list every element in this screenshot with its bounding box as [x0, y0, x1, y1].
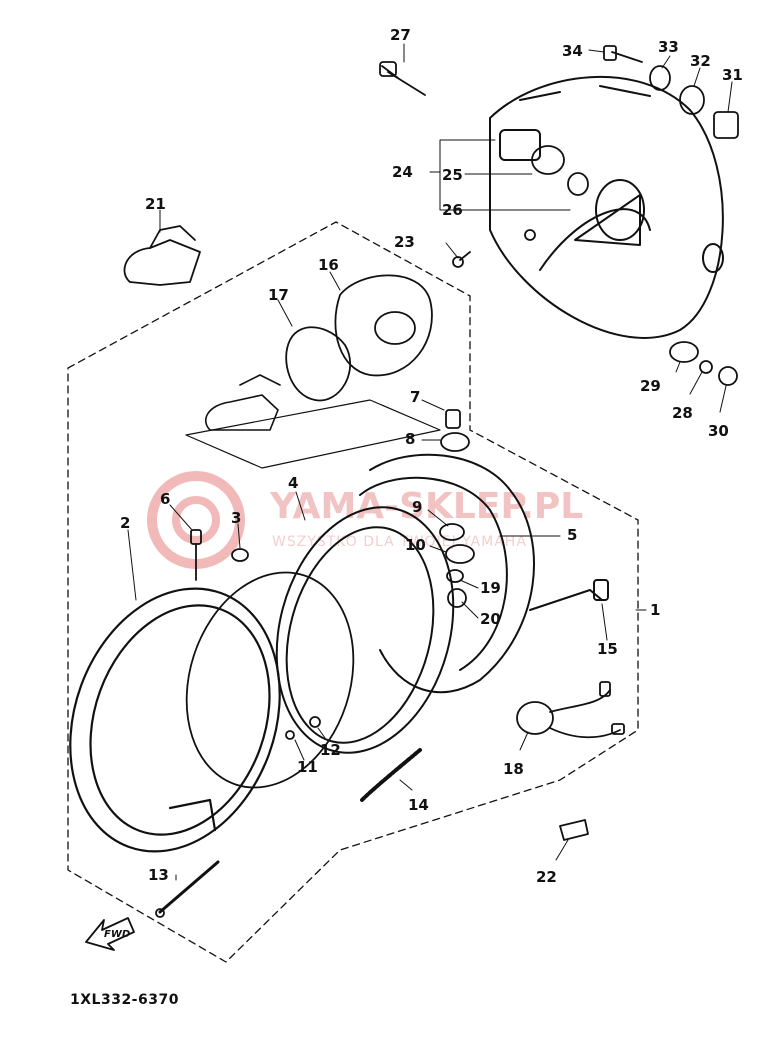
- callout-5: 5: [567, 526, 577, 544]
- callout-29: 29: [640, 377, 661, 395]
- watermark-tagline: WSZYSTKO DLA TWOJEJ YAMAHA: [272, 534, 527, 550]
- callout-30: 30: [708, 422, 729, 440]
- callout-3: 3: [231, 509, 241, 527]
- forward-arrow-icon: FWD: [85, 917, 135, 951]
- headlight-case: [359, 453, 609, 694]
- callout-12: 12: [320, 741, 341, 759]
- callout-28: 28: [672, 404, 693, 422]
- retaining-ring: [285, 326, 351, 402]
- fwd-label: FWD: [104, 929, 130, 940]
- headlight-rim: [69, 587, 281, 853]
- watermark-brand: YAMA-SKLEP.PL: [269, 486, 583, 527]
- callout-4: 4: [288, 474, 298, 492]
- damper-parts: [439, 409, 475, 608]
- callout-24: 24: [392, 163, 413, 181]
- headlight-bulb: [123, 225, 201, 286]
- callout-32: 32: [690, 52, 711, 70]
- callout-34: 34: [562, 42, 583, 60]
- sub-bulb: [185, 374, 441, 469]
- callout-25: 25: [442, 166, 463, 184]
- headlight-shell: [489, 75, 724, 339]
- callout-19: 19: [480, 579, 501, 597]
- callouts: 1 2 3 4 5 6 7 8 9 10 11 12 13 14 15 16 1…: [120, 26, 743, 886]
- callout-10: 10: [405, 536, 426, 554]
- shell-hardware: [379, 45, 739, 386]
- callout-14: 14: [408, 796, 429, 814]
- callout-27: 27: [390, 26, 411, 44]
- callout-9: 9: [412, 498, 422, 516]
- pilot-socket: [516, 681, 625, 841]
- callout-1: 1: [650, 601, 660, 619]
- callout-20: 20: [480, 610, 501, 628]
- part-code: 1XL332-6370: [70, 992, 179, 1008]
- callout-22: 22: [536, 868, 557, 886]
- lens-unit: [275, 506, 455, 754]
- callout-21: 21: [145, 195, 166, 213]
- bulb-socket: [285, 274, 433, 402]
- mounting-ring: [185, 548, 355, 789]
- callout-7: 7: [410, 388, 420, 406]
- callout-8: 8: [405, 430, 415, 448]
- callout-26: 26: [442, 201, 463, 219]
- callout-13: 13: [148, 866, 169, 884]
- screws: [155, 529, 422, 918]
- callout-16: 16: [318, 256, 339, 274]
- callout-18: 18: [503, 760, 524, 778]
- callout-6: 6: [160, 490, 170, 508]
- callout-31: 31: [722, 66, 743, 84]
- leader-lines: [127, 43, 733, 881]
- callout-2: 2: [120, 514, 130, 532]
- callout-15: 15: [597, 640, 618, 658]
- callout-33: 33: [658, 38, 679, 56]
- assembly-boundary: [67, 221, 639, 963]
- callout-23: 23: [394, 233, 415, 251]
- callout-17: 17: [268, 286, 289, 304]
- callout-11: 11: [297, 758, 318, 776]
